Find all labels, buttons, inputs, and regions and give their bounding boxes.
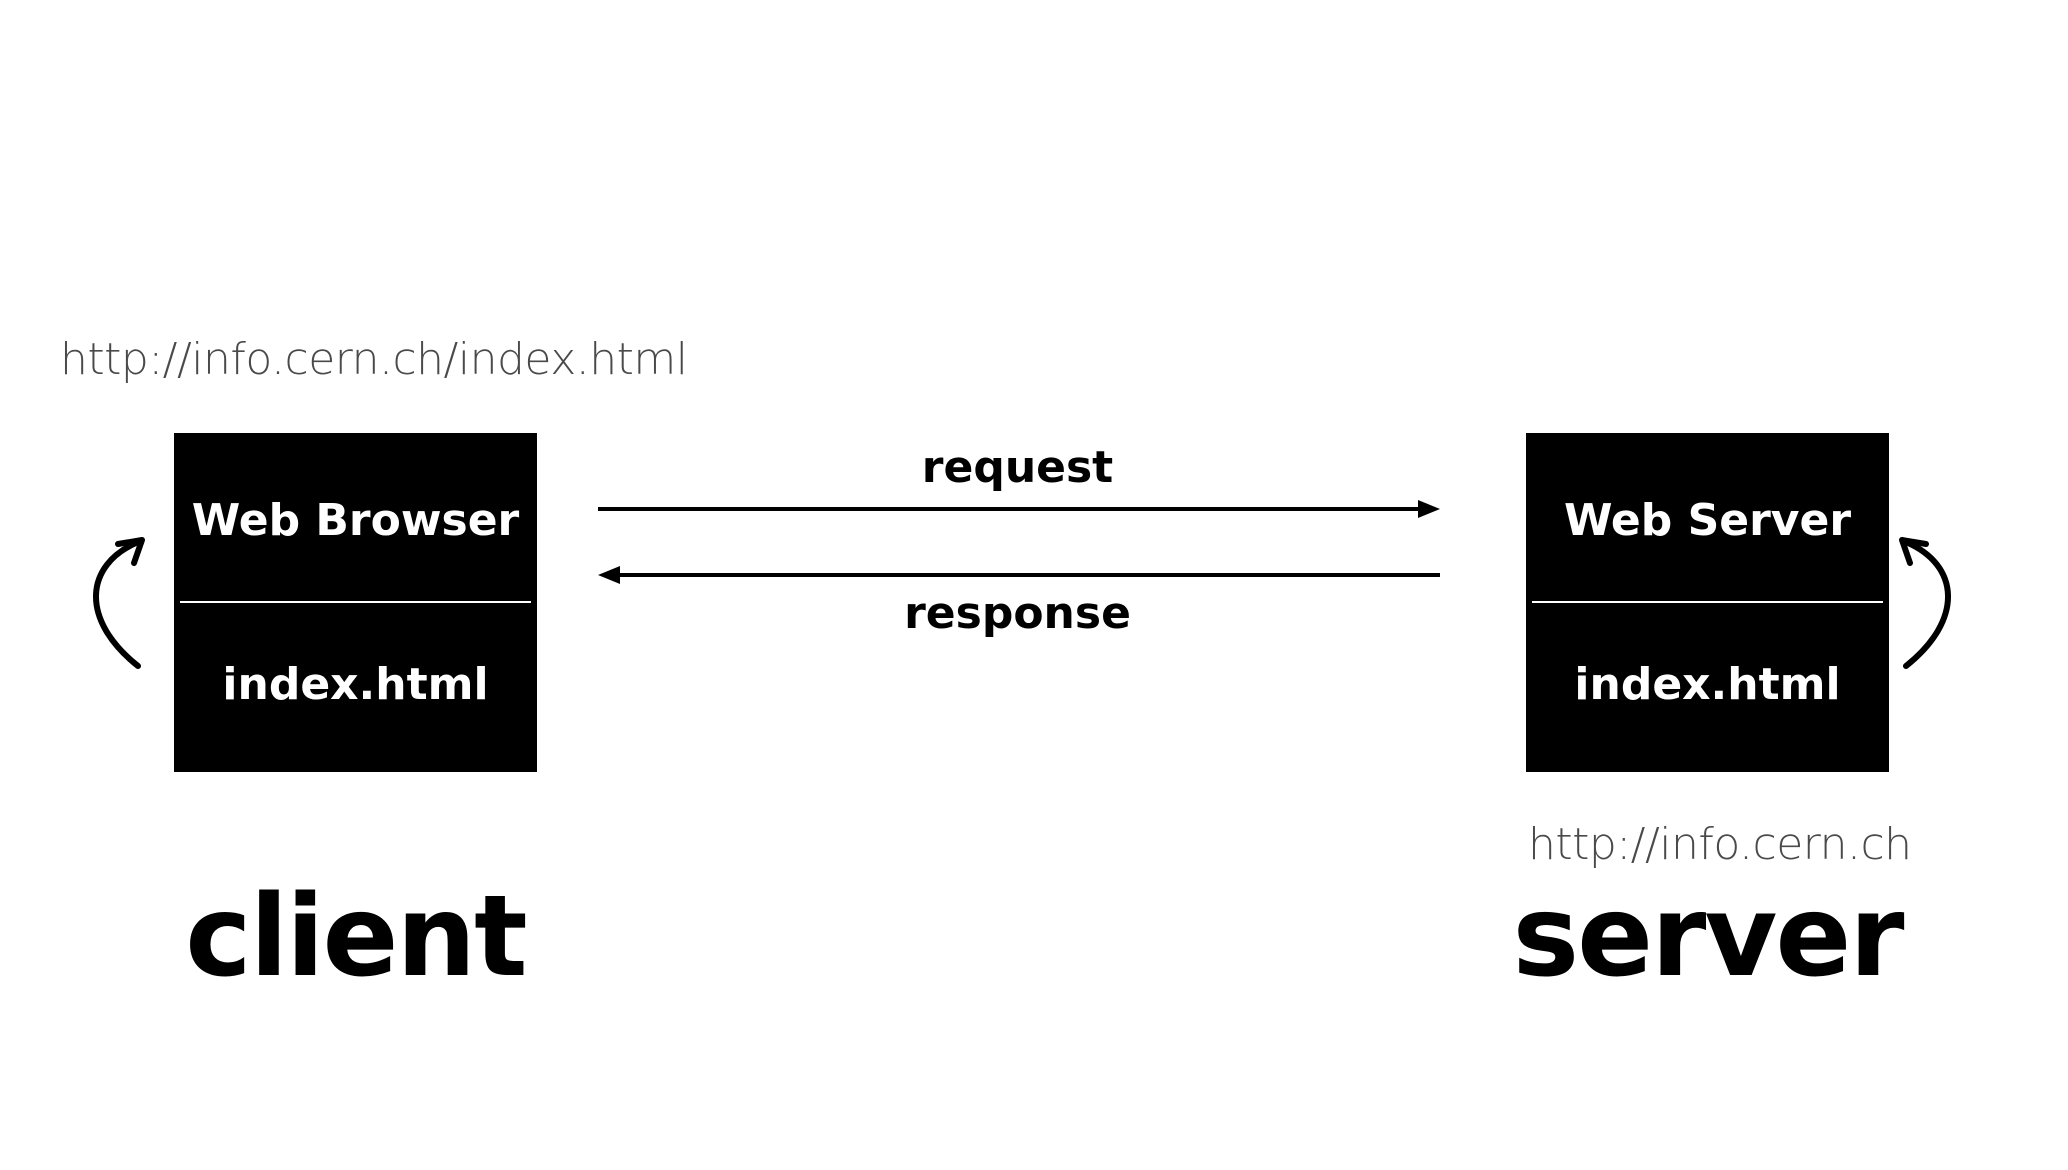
client-box: Web Browser index.html (174, 433, 537, 772)
client-url: http://info.cern.ch/index.html (60, 334, 688, 385)
server-box: Web Server index.html (1526, 433, 1889, 772)
server-box-divider (1532, 601, 1883, 603)
request-label: request (921, 442, 1114, 493)
client-box-divider (180, 601, 531, 603)
server-url: http://info.cern.ch (1528, 819, 1912, 870)
client-box-title: Web Browser (191, 495, 520, 546)
server-box-file: index.html (1574, 659, 1841, 710)
server-role-label: server (1512, 872, 1904, 1002)
server-box-title: Web Server (1563, 495, 1852, 546)
response-arrow (598, 566, 1440, 584)
client-box-file: index.html (222, 659, 489, 710)
server-reload-arrow-icon (1899, 537, 1951, 669)
response-label: response (904, 588, 1131, 639)
request-arrow (598, 500, 1440, 518)
client-role-label: client (185, 872, 527, 1002)
client-reload-arrow-icon (93, 537, 145, 669)
